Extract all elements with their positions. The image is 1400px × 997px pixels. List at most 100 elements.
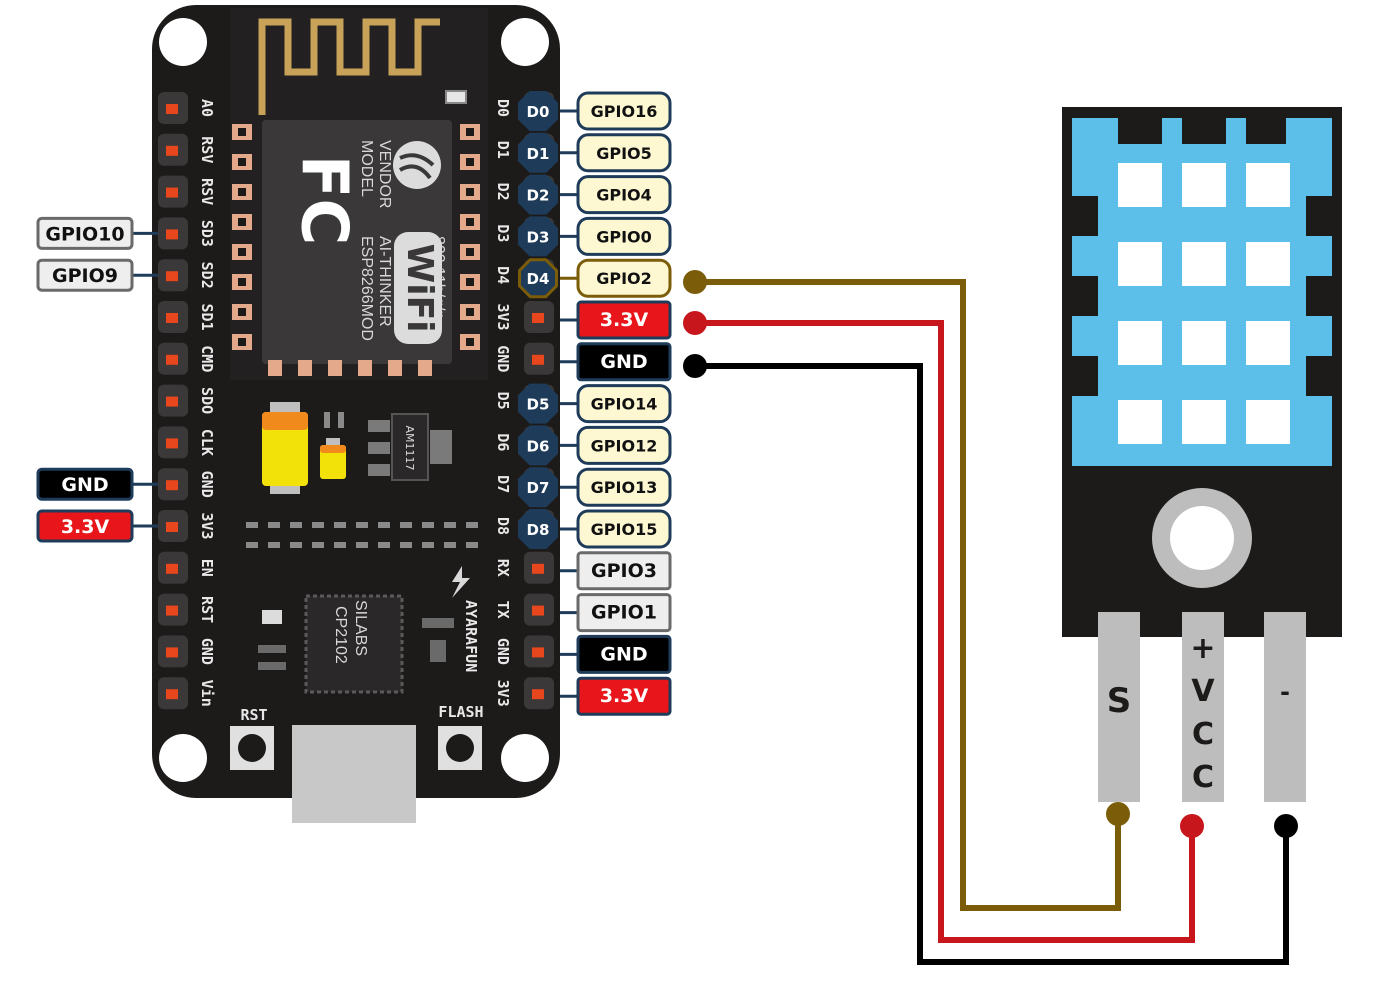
pin-silk-label: 3V3 [198,512,216,539]
header-pin-contact [166,354,178,365]
sensor-pin [1098,612,1140,802]
pin-label-text: GPIO9 [52,265,118,287]
led [445,90,467,104]
pin-silk-label: D3 [494,224,512,242]
pin-label-text: GPIO0 [596,227,652,246]
sensor-pin-label: S [1107,681,1132,721]
pin-silk-label: D4 [494,266,512,284]
pin-label-box [576,384,672,424]
pin-label-text: 3.3V [61,516,110,538]
wire-end-gnd [683,354,707,378]
d-pin-badge [518,258,558,299]
wire-end-signal [683,270,707,294]
smd-part [466,522,478,528]
wire-end-gnd-sensor [1274,814,1298,838]
smd-part [262,610,282,624]
d-pin-label: D3 [527,228,550,246]
smd-part [466,542,478,548]
svg-text:SILABS: SILABS [352,600,369,656]
pin-label-text: GND [61,474,108,496]
pin-silk-label: CMD [198,345,216,372]
d-pin-label: D7 [527,479,550,497]
d-pin-badge [518,383,558,424]
wires [683,270,1298,965]
wifi-logo: WiFi [394,232,442,344]
sensor-pin [1182,612,1224,802]
pin-label-text: GND [600,643,647,665]
smd-part [258,645,286,653]
pin-label-box [576,175,672,215]
housing-notches [1072,118,1332,396]
smd-part [378,522,390,528]
header-pin-contact [532,354,544,365]
pin-silk-label: TX [494,601,512,619]
usb-port[interactable] [292,725,416,823]
svg-text:AM1117: AM1117 [403,425,416,470]
smd-part [444,522,456,528]
sensor-pin-label: - [1280,678,1290,706]
smd-part [334,542,346,548]
smd-part [324,412,330,428]
pin-silk-label: SD2 [198,262,216,289]
mounting-hole [159,18,207,66]
header-pin-contact [532,689,544,700]
flash-button[interactable]: FLASH [438,703,484,770]
pin-silk-label: RSV [198,178,216,205]
wire-signal [695,279,1121,911]
svg-text:FLASH: FLASH [438,703,483,721]
header-pin-contact [166,522,178,532]
pin-label-text: GPIO13 [591,478,658,497]
smd-part [400,522,412,528]
smd-part [290,542,302,548]
smd-part [422,618,454,628]
svg-text:RST: RST [240,706,267,724]
pin-label-box [576,91,672,131]
smd-part [422,522,434,528]
usb-chip: SILABS CP2102 [304,594,404,694]
pin-label-box [36,258,134,292]
rst-button[interactable]: RST [230,706,274,770]
pin-label-text: GPIO5 [596,144,652,163]
pin-label-box [36,509,134,543]
pin-label-box [576,634,672,674]
mounting-hole [501,734,549,782]
pin-label-box [36,216,134,250]
d-pin-label: D0 [527,103,550,121]
header-pin-contact [166,689,178,700]
d-pin-badge [518,132,558,173]
smd-rows [246,522,478,548]
pin-label-box [576,676,672,716]
pin-label-text: GPIO15 [591,520,658,539]
d-pin-badge [518,91,558,131]
header-pin-contact [532,647,544,658]
grille-hole [1118,242,1162,286]
pin-label-box [576,216,672,256]
pin-silk-label: Vin [198,680,216,707]
smd-part [356,542,368,548]
pin-label-box [576,300,672,340]
sensor-pin [1264,612,1306,802]
d-pin-label: D8 [527,521,550,539]
pin-silk-label: 3V3 [494,303,512,330]
sensor-grille [1118,163,1290,444]
header-pin-contact [166,187,178,198]
smd-part [334,522,346,528]
header-pin-contact [166,605,178,616]
pcb-antenna [258,18,440,115]
grille-hole [1118,321,1162,365]
smd-part [400,542,412,548]
smd-part [338,412,344,428]
smd-part [312,522,324,528]
pin-label-text: 3.3V [600,685,649,707]
grille-hole [1182,163,1226,207]
pin-label-text: GND [600,351,647,373]
pin-silk-label: RSV [198,136,216,163]
pin-silk-label: RST [198,596,216,623]
wire-end-vcc [683,311,707,335]
pin-silk-label: SD3 [198,220,216,247]
